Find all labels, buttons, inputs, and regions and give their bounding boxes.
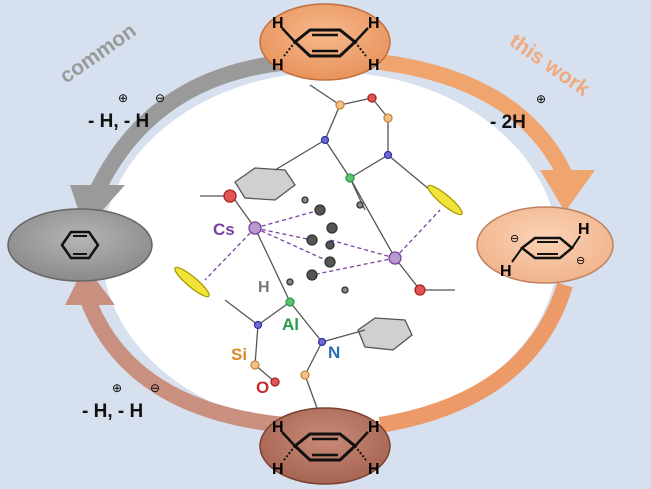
common-bottom-reaction: - H, - H — [82, 401, 143, 422]
crystal-structure — [174, 84, 463, 431]
plus-charge: ⊕ — [536, 92, 546, 106]
this-work-label: this work — [505, 29, 594, 101]
h-label: H — [272, 57, 284, 74]
atom-label-h: H — [258, 279, 270, 296]
h-label: H — [272, 15, 284, 32]
h-label: H — [368, 461, 380, 478]
common-bottom-arrow — [80, 297, 286, 433]
h-label: H — [368, 15, 380, 32]
minus-charge: ⊖ — [510, 233, 519, 245]
h-label: H — [578, 221, 590, 238]
atom-label-n: N — [328, 343, 340, 362]
atom-label-o: O — [256, 378, 269, 397]
minus-charge: ⊖ — [150, 381, 160, 395]
common-bottom-arrowhead — [65, 265, 115, 305]
cyclohexadiene-top: H H H H — [259, 3, 391, 81]
plus-charge: ⊕ — [112, 381, 122, 395]
atom-label-si: Si — [231, 345, 247, 364]
common-label: common — [56, 19, 141, 88]
this-work-arrowhead — [540, 170, 595, 212]
bottom-right-arrow — [378, 282, 573, 433]
center-area — [102, 72, 558, 428]
atom-label-cs: Cs — [213, 220, 235, 239]
dianion-right: H H ⊖ ⊖ — [476, 206, 614, 284]
plus-charge: ⊕ — [118, 91, 128, 105]
minus-charge: ⊖ — [576, 255, 585, 267]
minus-charge: ⊖ — [155, 91, 165, 105]
h-label: H — [272, 461, 284, 478]
this-work-reaction: - 2H — [490, 112, 526, 133]
this-work-arrow — [378, 54, 573, 179]
atom-label-al: Al — [282, 315, 299, 334]
h-label: H — [368, 419, 380, 436]
h-label: H — [500, 263, 512, 280]
h-label: H — [272, 419, 284, 436]
common-arrow — [87, 54, 291, 199]
h-label: H — [368, 57, 380, 74]
benzene-left — [7, 208, 153, 282]
cyclohexadiene-bottom: H H H H — [259, 407, 391, 485]
common-top-reaction: - H, - H — [88, 111, 149, 132]
